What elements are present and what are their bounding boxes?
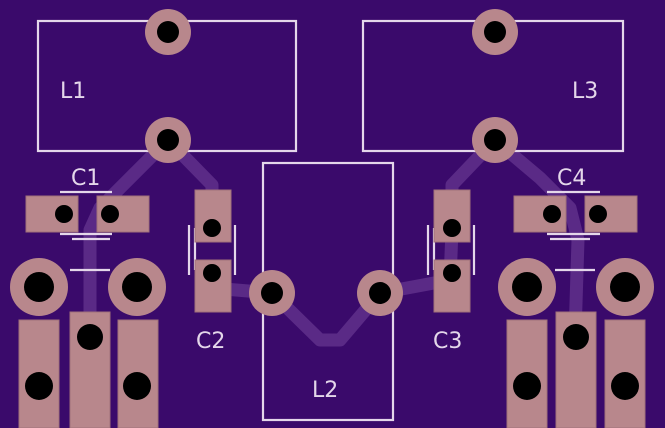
j2-drill-2 bbox=[563, 324, 589, 350]
l3-drill-2 bbox=[484, 129, 506, 151]
label-l1: L1 bbox=[60, 79, 86, 104]
l1-drill-2 bbox=[157, 129, 179, 151]
j2-drill-1 bbox=[513, 372, 541, 400]
j1-mount-left-drill bbox=[24, 272, 54, 302]
c1-pads bbox=[25, 195, 150, 233]
j1-drill-3 bbox=[123, 372, 151, 400]
c2-drill-2 bbox=[203, 264, 221, 282]
l1-pads bbox=[145, 9, 191, 163]
j2-mount-left-drill bbox=[512, 272, 542, 302]
j2-mount-right-drill bbox=[610, 272, 640, 302]
label-c1: C1 bbox=[71, 166, 100, 191]
c4-pads bbox=[513, 195, 638, 233]
trace-right bbox=[488, 133, 585, 342]
j1-drill-2 bbox=[77, 324, 103, 350]
label-l2: L2 bbox=[312, 378, 338, 403]
label-c3: C3 bbox=[433, 329, 462, 354]
label-c2: C2 bbox=[196, 329, 225, 354]
c3-pads bbox=[433, 189, 471, 313]
j2-drill-3 bbox=[611, 372, 639, 400]
j1-mount-right-drill bbox=[122, 272, 152, 302]
l2-drill-1 bbox=[261, 282, 283, 304]
connector-left bbox=[10, 258, 166, 428]
l1-drill-1 bbox=[157, 21, 179, 43]
c4-drill-2 bbox=[589, 205, 607, 223]
l2-pads bbox=[249, 270, 403, 316]
c3-drill-1 bbox=[443, 219, 461, 237]
l3-pads bbox=[472, 9, 518, 163]
j1-drill-1 bbox=[25, 372, 53, 400]
c2-pads bbox=[194, 189, 232, 313]
c1-drill-2 bbox=[101, 205, 119, 223]
c2-drill-1 bbox=[203, 219, 221, 237]
l3-drill-1 bbox=[484, 21, 506, 43]
l2-drill-2 bbox=[369, 282, 391, 304]
c3-drill-2 bbox=[443, 264, 461, 282]
label-c4: C4 bbox=[557, 166, 586, 191]
c4-drill-1 bbox=[543, 205, 561, 223]
silkscreen-labels: L1 L3 L2 C1 C4 C2 C3 bbox=[60, 79, 598, 403]
c1-drill-1 bbox=[55, 205, 73, 223]
label-l3: L3 bbox=[572, 79, 598, 104]
connector-right bbox=[498, 258, 654, 428]
